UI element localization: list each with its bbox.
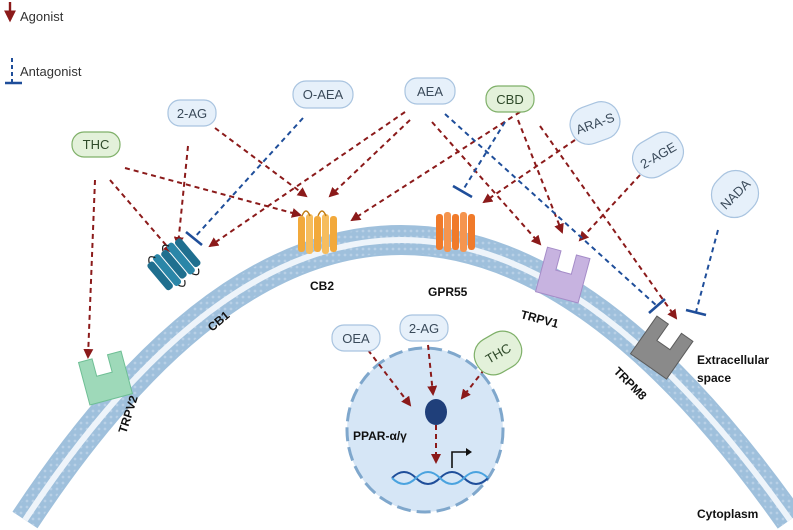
aea-to-cb1-arrow: [208, 111, 406, 248]
aea-trpm8-bar: [648, 298, 666, 314]
o-aea-label: O-AEA: [303, 87, 344, 102]
two-ag-nucleus-label: 2-AG: [409, 321, 439, 336]
cb1-receptor-icon: [147, 238, 201, 291]
nada-to-trpm8-line: [695, 229, 719, 313]
aea-to-trpv1-arrow: [431, 121, 542, 246]
nada-trpm8-bar: [685, 308, 707, 317]
extracellular-label-line1: Extracellular: [697, 353, 769, 367]
aea-pill: AEA: [404, 77, 456, 105]
agonist-arrows: [83, 111, 678, 464]
ppar-icon: [425, 399, 447, 425]
cbd-pill: CBD: [485, 85, 535, 113]
thc-top-pill: THC: [71, 131, 121, 158]
ara-s-to-gpr55-arrow: [482, 139, 576, 204]
two-age-to-trpv1-arrow: [578, 174, 641, 242]
thc-to-cb1-arrow: [109, 179, 174, 254]
aea-to-cb2-arrow: [328, 119, 411, 198]
extracellular-label-line2: space: [697, 371, 731, 385]
aea-label: AEA: [417, 84, 443, 99]
thc-to-ppar-arrow: [460, 361, 491, 400]
aea-to-trpm8-line: [444, 113, 658, 307]
o-aea-pill: O-AEA: [292, 80, 354, 109]
cbd-label: CBD: [496, 92, 523, 107]
oea-label: OEA: [342, 331, 370, 346]
two-ag-top-pill: 2-AG: [167, 99, 217, 127]
cb2-receptor-icon: [298, 210, 337, 254]
two-ag-nucleus-pill: 2-AG: [399, 314, 449, 342]
thc-nucleus-pill: THC: [473, 330, 523, 376]
thc-to-trpv2-arrow: [83, 179, 96, 359]
transcription-arrow-icon: [451, 448, 472, 468]
ppar-label: PPAR-α/γ: [353, 429, 407, 443]
ppar-complex: PPAR-α/γ: [353, 399, 489, 485]
legend: Agonist Antagonist: [4, 2, 82, 85]
cb2-label: CB2: [310, 279, 334, 293]
o-aea-to-cb1-line: [193, 117, 304, 239]
cbd-gpr55-bar: [452, 184, 473, 199]
ligand-pills: THC 2-AG O-AEA AEA CBD ARA-S 2-AGE NADA: [71, 77, 760, 376]
ara-s-pill: ARA-S: [569, 101, 621, 145]
thc-top-label: THC: [83, 137, 110, 152]
trpv1-receptor-icon: [534, 246, 591, 304]
antagonist-legend-icon: [5, 58, 22, 85]
trpm8-receptor-icon: [629, 315, 694, 380]
antagonist-lines: [185, 113, 719, 317]
cytoplasm-label: Cytoplasm: [697, 507, 758, 521]
two-ag-to-cb1-arrow: [173, 145, 189, 247]
agonist-legend-label: Agonist: [20, 9, 64, 24]
cbd-to-trpm8-arrow: [539, 125, 678, 320]
cbd-to-trpv1-arrow: [517, 119, 564, 234]
cbd-to-cb2-arrow: [350, 111, 521, 222]
oea-to-ppar-arrow: [367, 349, 412, 407]
thc-to-cb2-arrow: [124, 167, 302, 218]
antagonist-legend-label: Antagonist: [20, 64, 82, 79]
dna-icon: [391, 471, 489, 485]
gpr55-label: GPR55: [428, 285, 468, 299]
cbd-to-gpr55-line: [462, 121, 506, 191]
o-aea-cb1-bar: [185, 230, 203, 247]
cell-membrane: [12, 225, 793, 529]
gpr55-receptor-icon: [436, 212, 475, 252]
nada-pill: NADA: [710, 169, 760, 219]
two-ag-to-cb2-arrow: [214, 127, 308, 198]
two-age-pill: 2-AGE: [631, 131, 685, 179]
oea-pill: OEA: [331, 324, 381, 352]
two-ag-top-label: 2-AG: [177, 106, 207, 121]
trpv1-label: TRPV1: [519, 307, 560, 331]
trpv2-receptor-icon: [77, 350, 134, 406]
